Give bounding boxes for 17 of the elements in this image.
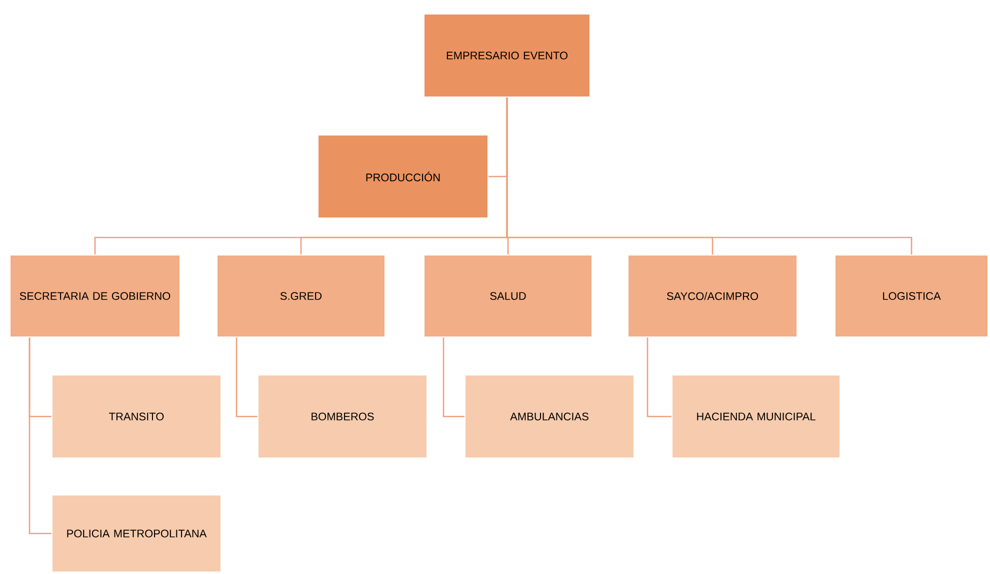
connector-line [506,98,912,254]
org-box: S.GRED [216,254,386,338]
org-box: SECRETARIA DE GOBIERNO [10,254,180,338]
connector-line [236,338,258,418]
org-box: PRODUCCIÓN [318,134,488,218]
connector-line [442,338,464,418]
org-box: SALUD [424,254,592,338]
org-box: BOMBEROS [258,374,428,458]
org-box: TRANSITO [52,374,222,458]
org-box: HACIENDA MUNICIPAL [672,374,840,458]
org-box: SAYCO/ACIMPRO [628,254,798,338]
org-box: LOGISTICA [834,254,988,338]
connector-line [646,338,672,418]
org-box: POLICIA METROPOLITANA [52,494,222,572]
org-box: EMPRESARIO EVENTO [424,14,590,98]
connector-line [28,338,52,534]
org-box: AMBULANCIAS [464,374,634,458]
